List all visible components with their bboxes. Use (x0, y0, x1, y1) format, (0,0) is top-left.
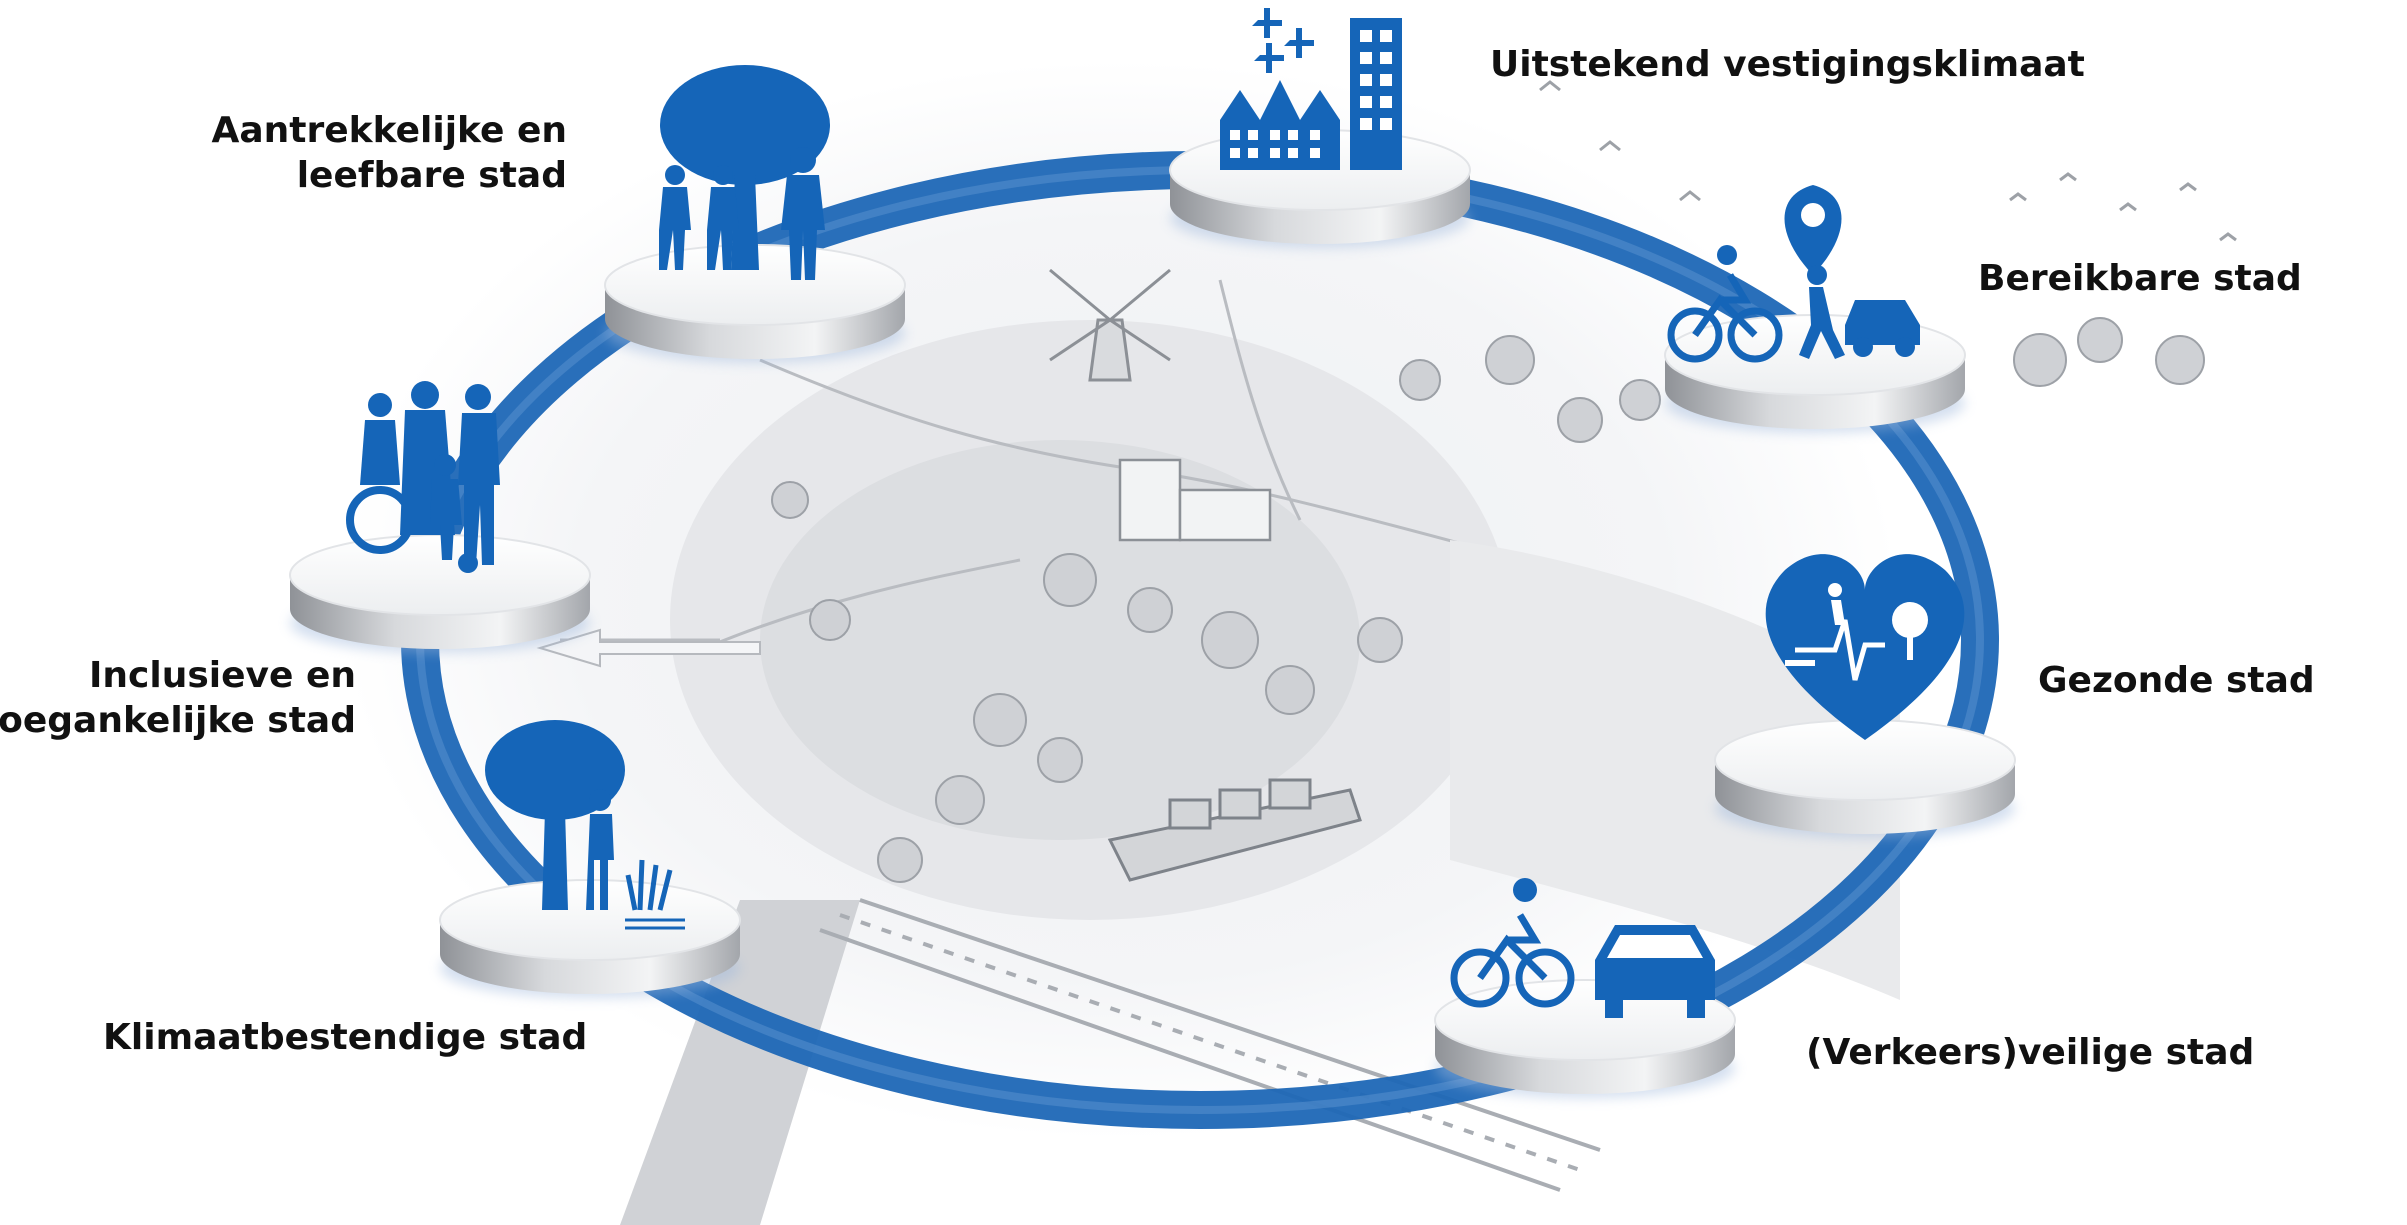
label-line: Gezonde stad (2038, 660, 2315, 701)
cyclist-car-icon (1450, 878, 1715, 1018)
label-inclusief: Inclusieve en toegankelijke stad (0, 653, 356, 743)
label-line: Klimaatbestendige stad (103, 1017, 588, 1058)
node-vestigingsklimaat (1170, 8, 1470, 248)
label-gezond: Gezonde stad (2038, 658, 2315, 703)
label-line: Aantrekkelijke en (211, 110, 567, 151)
label-vestigingsklimaat: Uitstekend vestigingsklimaat (1490, 42, 2085, 87)
node-klimaat (440, 720, 740, 998)
tree-people-walking-icon (659, 65, 830, 280)
tree-person-reeds-icon (485, 720, 685, 930)
label-line: leefbare stad (296, 155, 567, 196)
node-inclusief (290, 381, 590, 653)
label-line: toegankelijke stad (0, 700, 356, 741)
diverse-people-wheelchair-icon (346, 381, 500, 573)
label-klimaat: Klimaatbestendige stad (103, 1015, 587, 1060)
label-bereikbaar: Bereikbare stad (1978, 256, 2302, 301)
label-line: Bereikbare stad (1978, 258, 2302, 299)
node-bereikbaar (1665, 185, 1965, 433)
label-veilig: (Verkeers)veilige stad (1806, 1030, 2254, 1075)
label-line: (Verkeers)veilige stad (1806, 1032, 2255, 1073)
node-veilig (1435, 878, 1735, 1098)
heart-runner-tree-icon (1765, 554, 1965, 740)
node-gezond (1715, 554, 2015, 838)
label-line: Inclusieve en (89, 655, 356, 696)
location-pin-cyclist-pedestrian-car-icon (1667, 185, 1920, 363)
buildings-icon (1220, 8, 1402, 170)
label-aantrekkelijk: Aantrekkelijke en leefbare stad (212, 108, 567, 198)
node-aantrekkelijk (605, 65, 905, 363)
label-line: Uitstekend vestigingsklimaat (1490, 44, 2085, 85)
